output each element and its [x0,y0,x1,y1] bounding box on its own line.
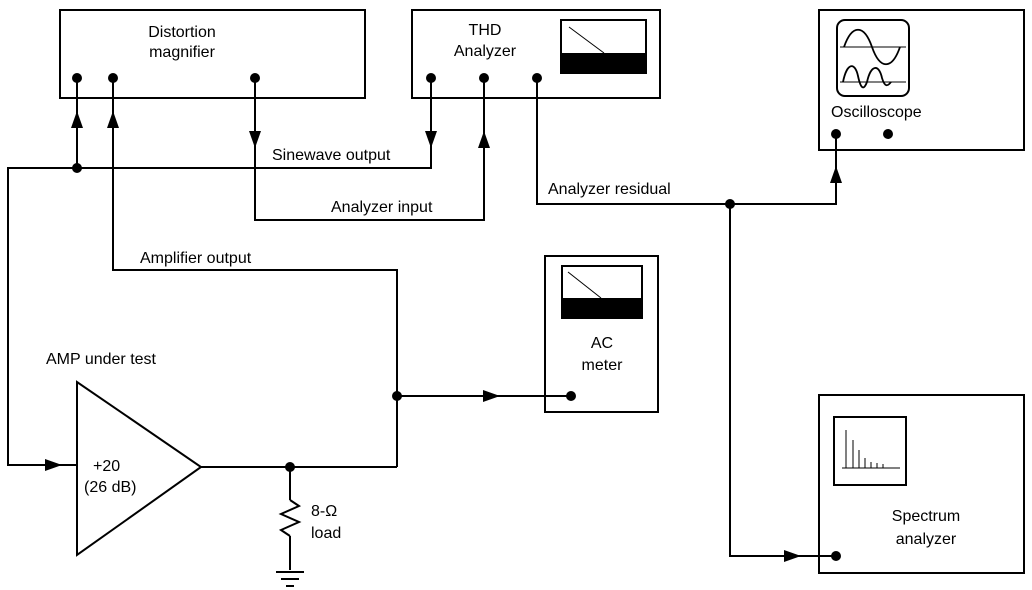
amplifier-title: AMP under test [46,351,157,368]
load-label-line1: 8-Ω [311,503,337,520]
thd-analyzer-label-line2: Analyzer [454,43,517,60]
oscilloscope-label: Oscilloscope [831,104,922,121]
ac-meter-block: AC meter [544,255,659,413]
distortion-magnifier-label-line1: Distortion [148,24,216,41]
amplifier-output-label: Amplifier output [140,250,252,267]
analyzer-input-label: Analyzer input [331,199,433,216]
thd-analyzer-meter-icon [560,19,647,74]
oscilloscope-screen-icon [836,19,910,97]
ac-meter-dial-icon [561,265,643,319]
ac-meter-label-line1: AC [591,335,613,352]
amplifier-under-test: AMP under test +20 (26 dB) [46,351,203,557]
ground-icon [276,571,304,587]
amplifier-gain-db: (26 dB) [84,479,136,496]
spectrum-analyzer-label-line2: analyzer [896,531,957,548]
sinewave-output-wire [7,78,432,466]
analyzer-input-wire [254,78,485,221]
junctions [72,163,735,472]
ac-meter-label-line2: meter [582,357,624,374]
load-label-line2: load [311,525,341,542]
analyzer-residual-label: Analyzer residual [548,181,671,198]
distortion-magnifier-label-line2: magnifier [149,44,215,61]
amplifier-gain: +20 [93,458,120,475]
sinewave-output-label: Sinewave output [272,147,391,164]
spectrum-analyzer-label-line1: Spectrum [892,508,960,525]
spectrum-analyzer-block: Spectrum analyzer [818,394,1025,574]
amplifier-triangle-symbol [76,380,203,557]
amplifier-output-wire [112,78,398,467]
oscilloscope-block: Oscilloscope [818,9,1025,151]
spectrum-analyzer-screen-icon [833,416,907,486]
load-resistor: 8-Ω load [278,467,341,570]
distortion-magnifier-block: Distortion magnifier [59,9,366,99]
oscilloscope-terminal-2 [883,129,893,139]
thd-analyzer-label-line1: THD [469,22,502,39]
arrowheads [45,111,842,562]
